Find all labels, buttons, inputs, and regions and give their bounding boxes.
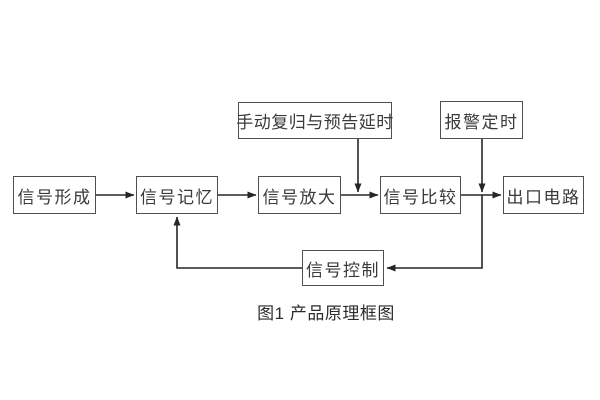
box-signal-formation-label: 信号形成 [17,187,92,207]
box-manual-reset-delay: 手动复归与预告延时 [236,102,394,139]
box-alarm-timing-label: 报警定时 [444,112,519,132]
arrow-control-to-memory [173,216,302,269]
box-signal-compare-label: 信号比较 [383,187,458,207]
box-alarm-timing: 报警定时 [440,101,523,139]
figure-caption: 图1 产品原理框图 [257,304,395,323]
box-signal-memory: 信号记忆 [136,176,218,214]
box-signal-amplify-label: 信号放大 [262,187,337,207]
box-signal-formation: 信号形成 [13,176,96,214]
box-manual-reset-delay-label: 手动复归与预告延时 [236,113,394,132]
box-signal-memory-label: 信号记忆 [140,187,214,207]
box-signal-amplify: 信号放大 [258,176,341,214]
box-signal-control: 信号控制 [302,250,384,286]
box-outlet-circuit-label: 出口电路 [506,187,581,207]
box-signal-control-label: 信号控制 [306,260,380,280]
box-signal-compare: 信号比较 [380,176,461,214]
box-outlet-circuit: 出口电路 [503,176,584,214]
